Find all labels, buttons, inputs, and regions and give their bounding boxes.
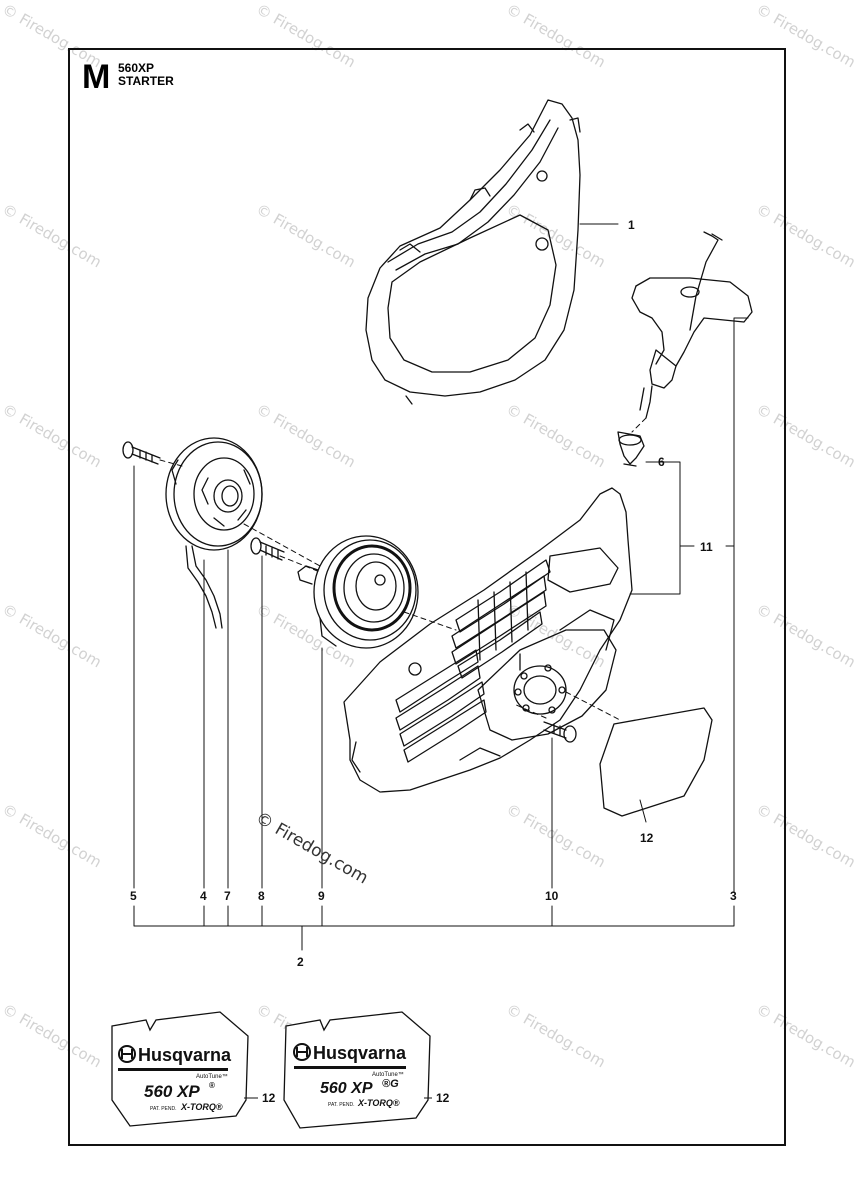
decal-autotune: AutoTune™ xyxy=(196,1073,228,1080)
part-9-spring-cassette xyxy=(297,535,419,649)
husqvarna-logo-icon xyxy=(293,1043,311,1061)
diagram-title: STARTER xyxy=(118,74,174,88)
part-6-rope-guide xyxy=(617,431,645,467)
decal-model: 560 XP xyxy=(144,1082,200,1101)
diagram-header: 560XP STARTER xyxy=(118,62,174,88)
decal-brand: Husqvarna xyxy=(313,1043,407,1063)
part-3-starter-handle xyxy=(631,231,753,419)
decal-model-suffix: ®G xyxy=(382,1078,399,1090)
callout-5: 5 xyxy=(130,889,137,903)
part-1-cover xyxy=(365,99,581,405)
callout-4: 4 xyxy=(200,889,207,903)
decal-torq: X-TORQ® xyxy=(357,1098,400,1108)
decal-560xpg: Husqvarna AutoTune™ 560 XP ®G PAT. PEND.… xyxy=(283,1011,450,1129)
part-5-screw xyxy=(122,441,161,465)
decal-brand: Husqvarna xyxy=(138,1045,232,1065)
callout-3: 3 xyxy=(730,889,737,903)
part-12-decal xyxy=(599,707,713,817)
decal-torq: X-TORQ® xyxy=(180,1102,223,1112)
decal-pat: PAT. PEND. xyxy=(150,1106,177,1112)
callout-2: 2 xyxy=(297,955,304,969)
callout-1: 1 xyxy=(628,218,635,232)
callout-9: 9 xyxy=(318,889,325,903)
model-number: 560XP xyxy=(118,61,155,75)
decal-autotune: AutoTune™ xyxy=(372,1071,404,1078)
husqvarna-logo-icon xyxy=(118,1045,136,1063)
callout-11: 11 xyxy=(700,540,713,554)
callout-12-decal-a: 12 xyxy=(262,1091,276,1105)
callout-8: 8 xyxy=(258,889,265,903)
decal-560xp: Husqvarna AutoTune™ 560 XP ® PAT. PEND. … xyxy=(111,1011,276,1127)
callout-7: 7 xyxy=(224,889,231,903)
callout-10: 10 xyxy=(545,889,559,903)
section-letter: M xyxy=(82,58,111,96)
part-8-screw xyxy=(250,537,285,561)
callout-6: 6 xyxy=(658,455,665,469)
part-10-screw xyxy=(543,721,577,743)
diagram-frame xyxy=(68,48,786,1146)
callout-12: 12 xyxy=(640,831,654,845)
decal-model: 560 XP xyxy=(320,1080,373,1097)
part-4-pulley xyxy=(165,437,263,629)
part-2-starter-housing xyxy=(343,487,633,793)
decal-model-suffix: ® xyxy=(209,1081,215,1090)
callout-12-decal-b: 12 xyxy=(436,1091,450,1105)
decal-pat: PAT. PEND. xyxy=(328,1102,355,1108)
